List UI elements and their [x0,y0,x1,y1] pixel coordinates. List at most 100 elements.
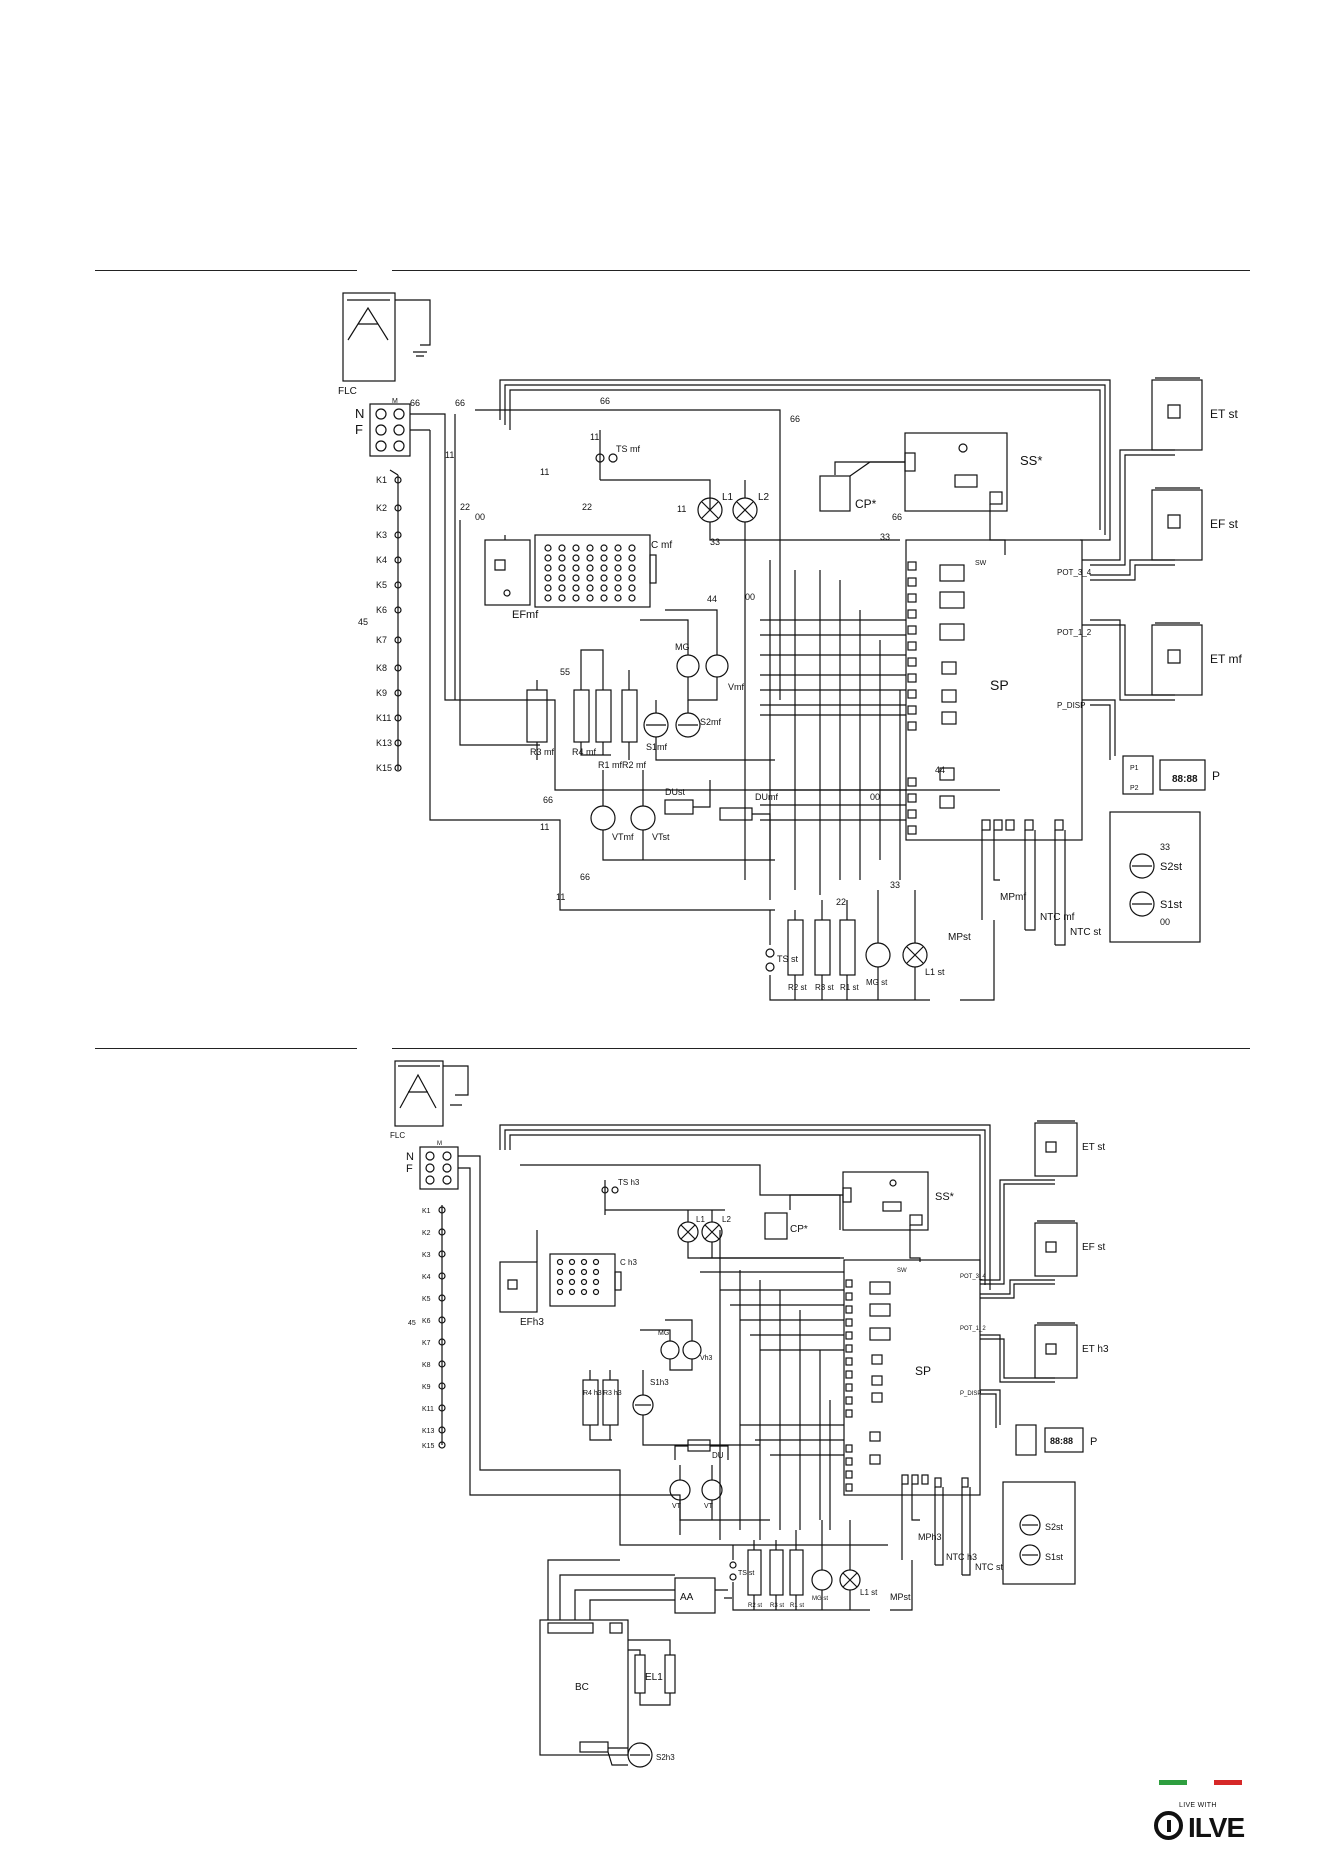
svg-text:K5: K5 [376,580,387,590]
label-mgst-top: MG st [866,978,888,987]
svg-text:K7: K7 [422,1340,431,1347]
svg-text:44: 44 [707,594,717,604]
label-ntcst-bottom: NTC st [975,1562,1003,1572]
label-ss-bottom: SS* [935,1191,955,1203]
flc-bottom [394,1060,444,1127]
resistor-r4mf-top [573,689,590,743]
label-l2-top: L2 [758,492,770,503]
s1st-top [1129,891,1155,917]
brand-logo: LIVE WITH ILVE [1154,1780,1254,1850]
label-ss-top: SS* [1020,453,1042,468]
fan-vh3-bottom [682,1340,702,1360]
s-st-box-bottom [1002,1481,1076,1585]
svg-text:K8: K8 [422,1362,431,1369]
top-right-rule [392,270,1250,271]
svg-text:K15: K15 [376,763,392,773]
svg-text:11: 11 [677,504,686,514]
brand-i-icon [1154,1811,1183,1840]
svg-text:44: 44 [935,765,945,775]
fan-vt2-bottom [701,1479,723,1501]
svg-text:66: 66 [790,414,800,424]
label-r3h3-bottom: R3 h3 [603,1390,622,1397]
label-ef-st-top: EF st [1210,517,1239,531]
resistor-r1st-top [839,919,856,976]
brand-tagline: LIVE WITH [1179,1802,1217,1809]
cp-module-bottom [764,1212,788,1240]
label-vh3-bottom: Vh3 [700,1355,713,1362]
label-pot34-top: POT_3_4 [1057,568,1092,577]
label-et-h3-bottom: ET h3 [1082,1344,1109,1355]
svg-text:33: 33 [710,537,720,547]
fan-mg-top [676,654,700,678]
label-sp-bottom: SP [915,1364,931,1378]
svg-text:66: 66 [580,872,590,882]
label-cp-bottom: CP* [790,1224,808,1235]
s2h3-bottom [627,1742,653,1768]
label-l1-bottom: L1 [696,1215,705,1224]
svg-text:K9: K9 [422,1384,431,1391]
svg-text:K4: K4 [376,555,387,565]
p-display-screen-top [1159,759,1206,791]
resistor-r2mf-top [621,689,638,743]
svg-text:K13: K13 [376,738,392,748]
label-r2st-bottom: R2 st [748,1603,762,1609]
efh3-bottom [499,1261,538,1313]
svg-text:K9: K9 [376,688,387,698]
k-terminals-top [394,476,402,772]
svg-text:22: 22 [836,897,846,907]
svg-text:K1: K1 [422,1208,431,1215]
label-efmf-top: EFmf [512,609,539,621]
ts-mf-top [595,453,605,463]
resistor-r1mf-top [595,689,612,743]
svg-text:K8: K8 [376,663,387,673]
label-r3st-bottom: R3 st [770,1603,784,1609]
label-aa-bottom: AA [680,1592,694,1603]
label-mg-top: MG [675,642,690,652]
label-sw-bottom: SW [897,1268,907,1274]
svg-text:K2: K2 [422,1230,431,1237]
svg-text:K3: K3 [422,1252,431,1259]
svg-text:33: 33 [890,880,900,890]
sp-board-bottom [843,1259,981,1496]
resistor-r3st-top [814,919,831,976]
label-ef-st-bottom: EF st [1082,1242,1106,1253]
fan-mg-bottom [660,1340,680,1360]
label-l1-top: L1 [722,492,734,503]
svg-text:11: 11 [556,892,565,902]
label-display-bottom: 88:88 [1050,1436,1073,1446]
label-pot34-bottom: POT_3_4 [960,1274,986,1280]
resistor-r1st-bottom [789,1549,804,1596]
resistor-r2st-top [787,919,804,976]
svg-text:00: 00 [1160,917,1170,927]
label-du-bottom: DU [712,1451,724,1460]
label-s1st-top: S1st [1160,899,1182,911]
resistor-r3mf-top [526,689,548,743]
svg-text:33: 33 [880,532,890,542]
resistor-r3st-bottom [769,1549,784,1596]
ss-module-bottom [842,1171,929,1231]
svg-text:00: 00 [745,592,755,602]
fan-vtst-top [630,805,656,831]
svg-text:K2: K2 [376,503,387,513]
svg-text:K6: K6 [376,605,387,615]
s2st-top [1129,853,1155,879]
svg-text:11: 11 [540,467,549,477]
bottom-left-rule [95,1048,357,1049]
p-display-top [1122,755,1154,795]
label-mpmf-top: MPmf [1000,892,1026,903]
ts-st-bottom [729,1561,737,1569]
label-f-bottom: F [406,1163,413,1175]
dust-top [664,799,694,815]
label-c-h3-bottom: C h3 [620,1258,637,1267]
label-l1st-top: L1 st [925,967,945,977]
label-s1h3-bottom: S1h3 [650,1378,669,1387]
resistor-r4h3-bottom [582,1379,599,1426]
s-st-box-top [1109,811,1201,943]
label-m-top: M [392,398,398,405]
label-display-top: 88:88 [1172,774,1198,785]
svg-text:66: 66 [600,396,610,406]
label-bc-bottom: BC [575,1682,589,1693]
label-mgst-bottom: MG st [812,1596,828,1602]
label-c-mf-top: C mf [651,540,672,551]
label-mpst-top: MPst [948,932,971,943]
